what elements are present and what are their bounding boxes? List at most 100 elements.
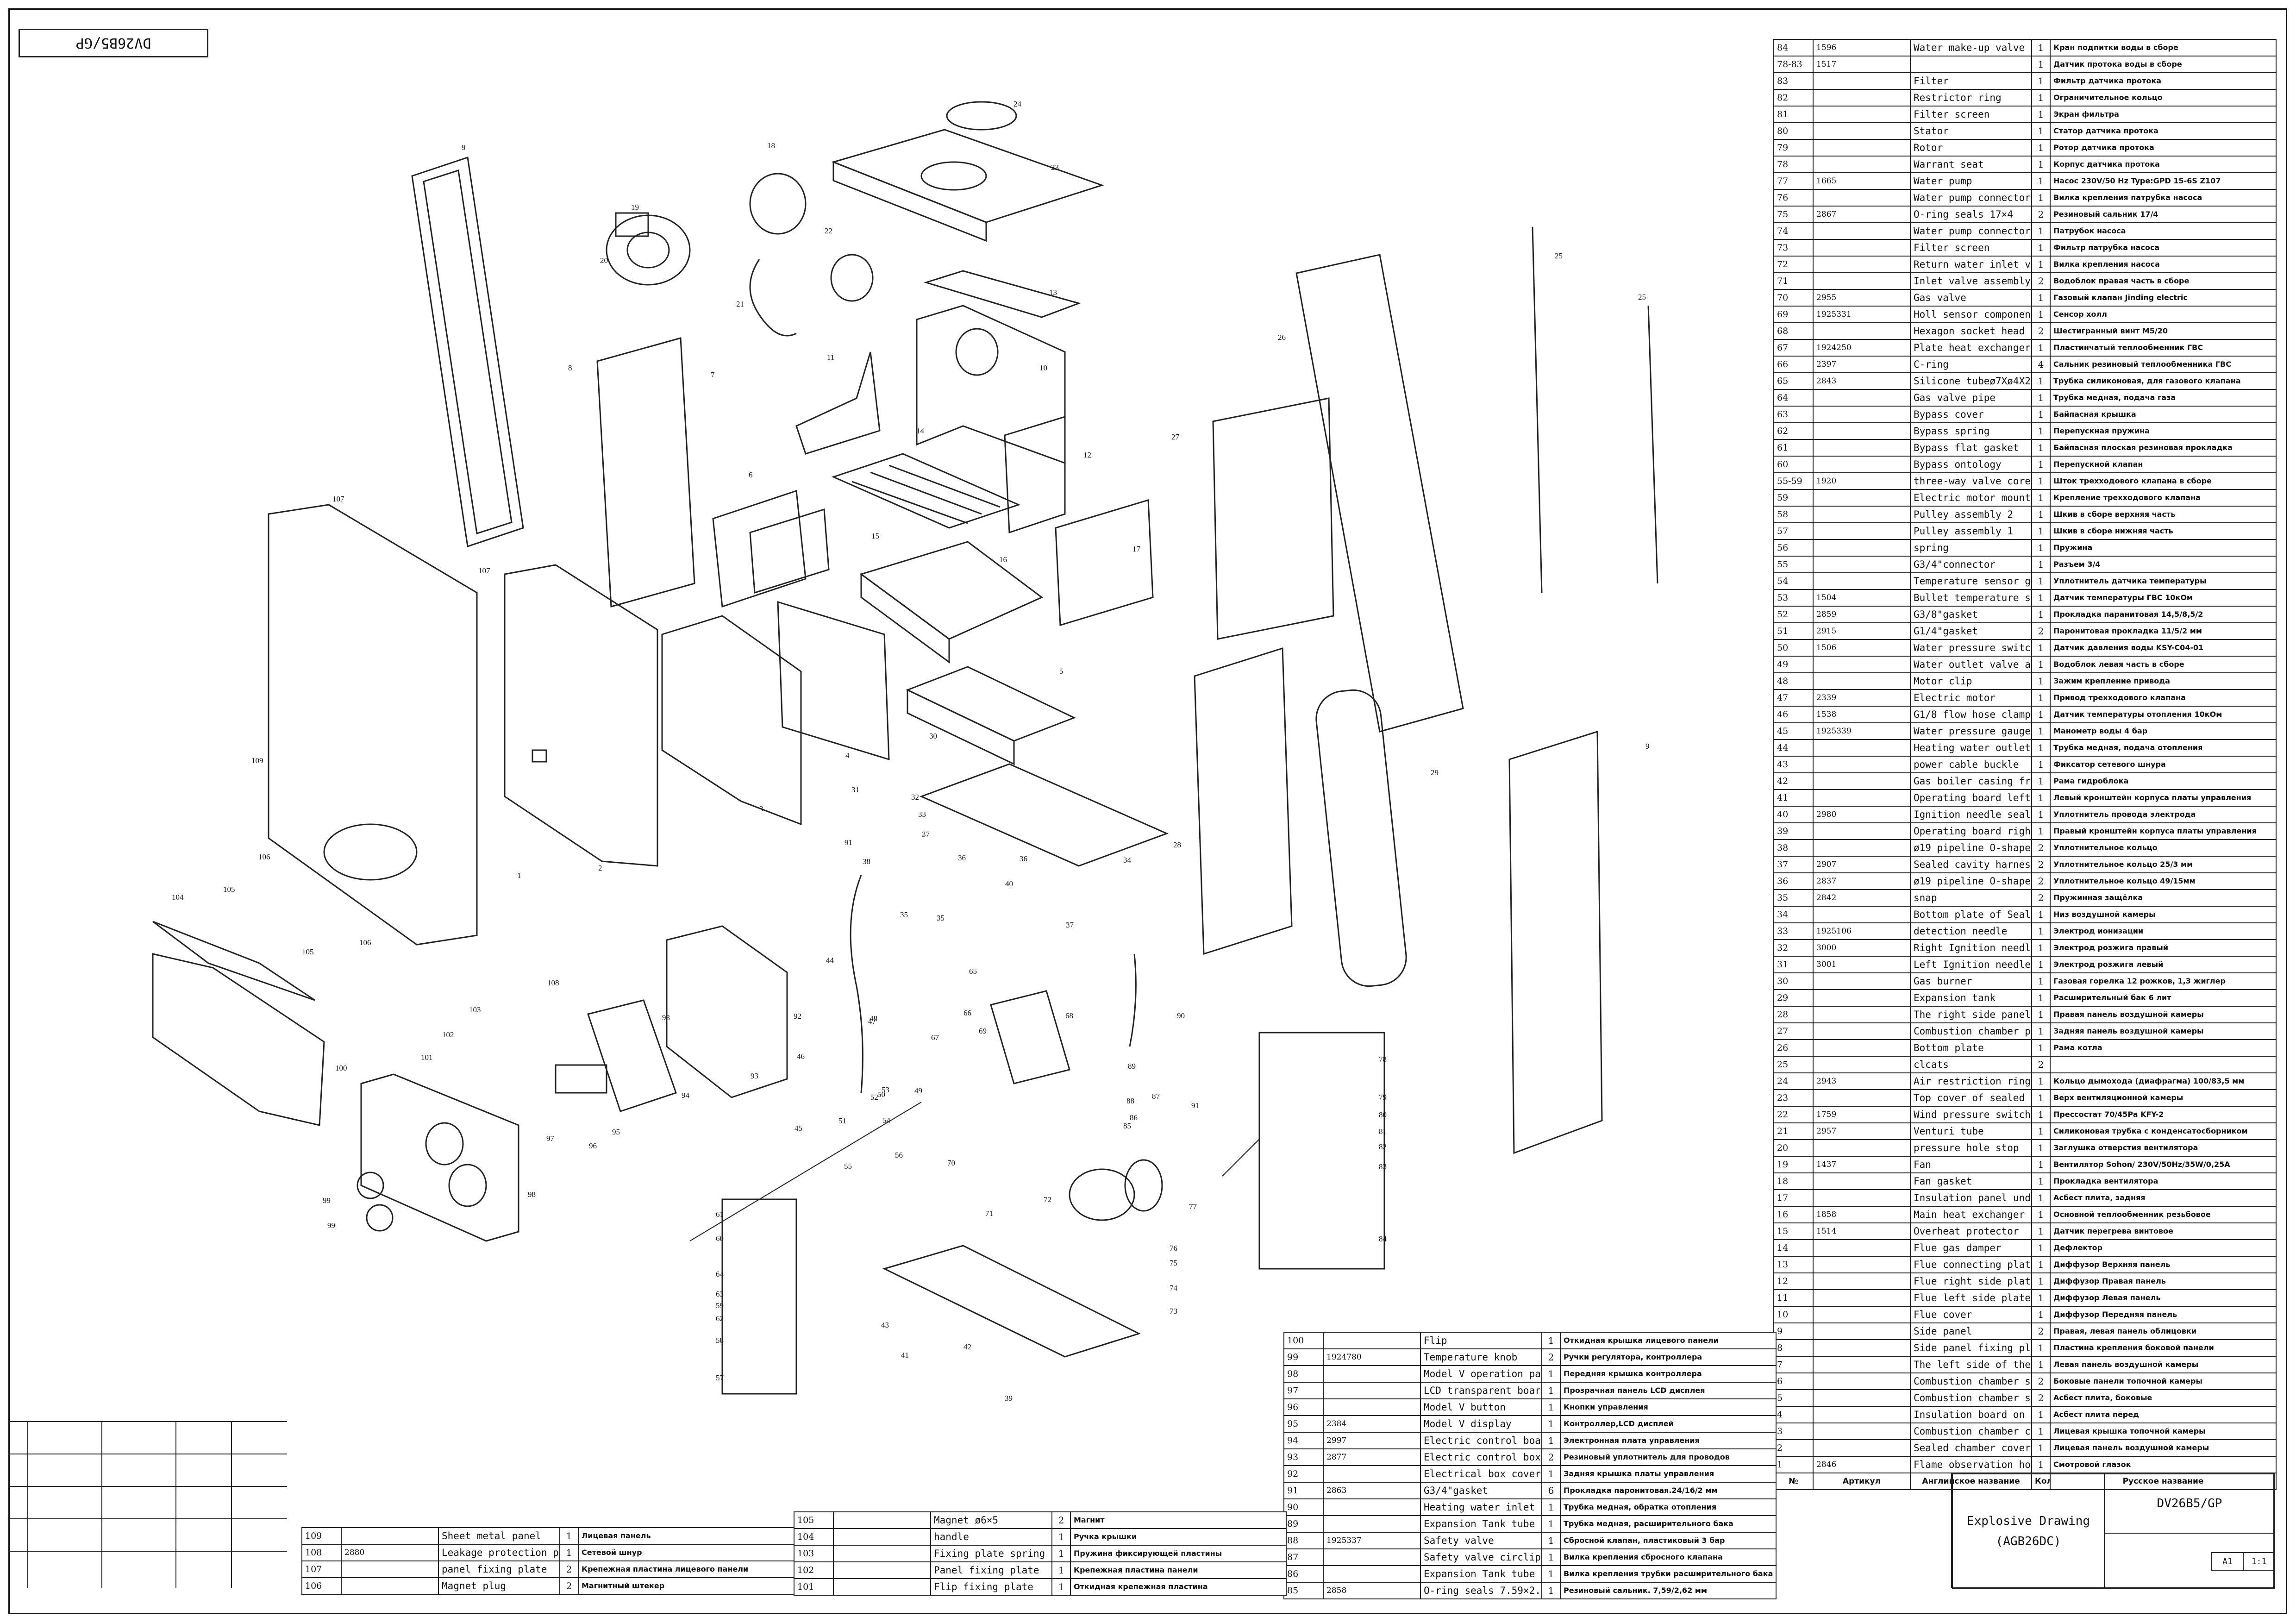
cell-english: Panel fixing plate <box>930 1561 1052 1579</box>
cell-english <box>1910 56 2032 73</box>
cell-no: 78-83 <box>1773 56 1814 73</box>
part-side-insulation <box>749 508 830 594</box>
cell-article <box>833 1578 931 1596</box>
cell-russian: Диффузор Верхняя панель <box>2050 1256 2277 1273</box>
cell-russian: Уплотнитель датчика температуры <box>2050 572 2277 590</box>
cell-no: 40 <box>1773 806 1814 823</box>
cell-no: 72 <box>1773 256 1814 273</box>
cell-no: 32 <box>1773 939 1814 957</box>
cell-no: 41 <box>1773 789 1814 807</box>
cell-english: Flue connecting plate <box>1910 1256 2032 1273</box>
cell-qty: 2 <box>2031 872 2051 890</box>
callout: 106 <box>258 852 270 861</box>
cell-russian: Задняя крышка платы управления <box>1560 1465 1777 1483</box>
callout: 17 <box>1132 545 1141 553</box>
cell-english: Flip <box>1420 1332 1542 1349</box>
cell-no: 85 <box>1283 1582 1324 1599</box>
callout: 37 <box>922 830 930 839</box>
callout: 59 <box>716 1301 724 1310</box>
cell-no: 106 <box>301 1577 342 1595</box>
cell-qty: 1 <box>2031 589 2051 607</box>
cell-article: 1596 <box>1813 39 1911 56</box>
part-flue-left-plate <box>795 351 881 455</box>
cell-russian: Прокладка вентилятора <box>2050 1172 2277 1190</box>
callout: 73 <box>1170 1307 1177 1316</box>
cell-qty: 1 <box>2031 739 2051 757</box>
cell-no: 90 <box>1283 1498 1324 1516</box>
cell-no: 55 <box>1773 556 1814 573</box>
cell-article: 1925331 <box>1813 306 1911 323</box>
part-rear-insulation <box>1055 499 1154 626</box>
callout: 92 <box>794 1012 801 1021</box>
title-block: Explosive Drawing (AGB26DC) DV26B5/GP A1… <box>1951 1473 2275 1589</box>
cell-russian: Расширительный бак 6 лит <box>2050 989 2277 1007</box>
part-clcats <box>1647 305 1658 584</box>
cell-article: 1538 <box>1813 706 1911 723</box>
callout: 18 <box>767 141 775 150</box>
callout: 28 <box>1173 840 1181 849</box>
cell-russian: Диффузор Правая панель <box>2050 1272 2277 1290</box>
cell-article <box>1323 1365 1421 1383</box>
cell-no: 87 <box>1283 1548 1324 1566</box>
cell-no: 4 <box>1773 1406 1814 1423</box>
callout: 89 <box>1128 1062 1136 1071</box>
cell-english: G3/4"gasket <box>1420 1482 1542 1499</box>
cell-russian: Фильтр датчика протока <box>2050 72 2277 90</box>
part-sealed-chamber-bottom <box>920 763 1169 867</box>
cell-article: 2943 <box>1813 1072 1911 1090</box>
inset-three-way-valve <box>721 1198 797 1395</box>
cell-no: 79 <box>1773 139 1814 157</box>
cell-no: 26 <box>1773 1039 1814 1057</box>
cell-russian: Ручка крышки <box>1070 1528 1287 1546</box>
cell-qty: 2 <box>1541 1448 1561 1466</box>
callout: 22 <box>825 226 832 235</box>
callout: 98 <box>528 1190 536 1199</box>
cell-article <box>1323 1332 1421 1349</box>
cell-qty: 1 <box>1541 1532 1561 1549</box>
cell-article: 1504 <box>1813 589 1911 607</box>
callout: 106 <box>359 938 371 947</box>
cell-russian: Асбест плита перед <box>2050 1406 2277 1423</box>
cell-no: 99 <box>1283 1348 1324 1366</box>
cell-article <box>1813 1239 1911 1257</box>
cell-qty: 1 <box>2031 1272 2051 1290</box>
cell-no: 1 <box>1773 1456 1814 1473</box>
cell-russian: Экран фильтра <box>2050 106 2277 123</box>
cell-russian: Контроллер,LCD дисплей <box>1560 1415 1777 1433</box>
cell-qty: 1 <box>2031 1106 2051 1123</box>
cell-english: ø19 pipeline O-shaped sealing sheath <box>1910 872 2032 890</box>
cell-qty: 1 <box>2031 106 2051 123</box>
callout: 79 <box>1379 1093 1387 1102</box>
part-flue-connecting-plate <box>923 270 1081 318</box>
cell-qty: 2 <box>2031 856 2051 873</box>
cell-no: 80 <box>1773 122 1814 140</box>
callout: 32 <box>911 793 919 802</box>
cell-qty: 1 <box>1051 1561 1071 1579</box>
cell-article <box>833 1561 931 1579</box>
sheet-border <box>8 8 2287 1614</box>
cell-qty: 2 <box>2031 322 2051 340</box>
cell-article: 2397 <box>1813 356 1911 373</box>
callout: 50 <box>877 1090 885 1099</box>
cell-qty: 1 <box>1541 1565 1561 1583</box>
callout: 33 <box>918 810 926 819</box>
cell-russian: Датчик перегрева винтовое <box>2050 1222 2277 1240</box>
cell-no: 83 <box>1773 72 1814 90</box>
cell-article <box>1813 572 1911 590</box>
cell-qty: 1 <box>2031 1356 2051 1373</box>
cell-no: 45 <box>1773 722 1814 740</box>
